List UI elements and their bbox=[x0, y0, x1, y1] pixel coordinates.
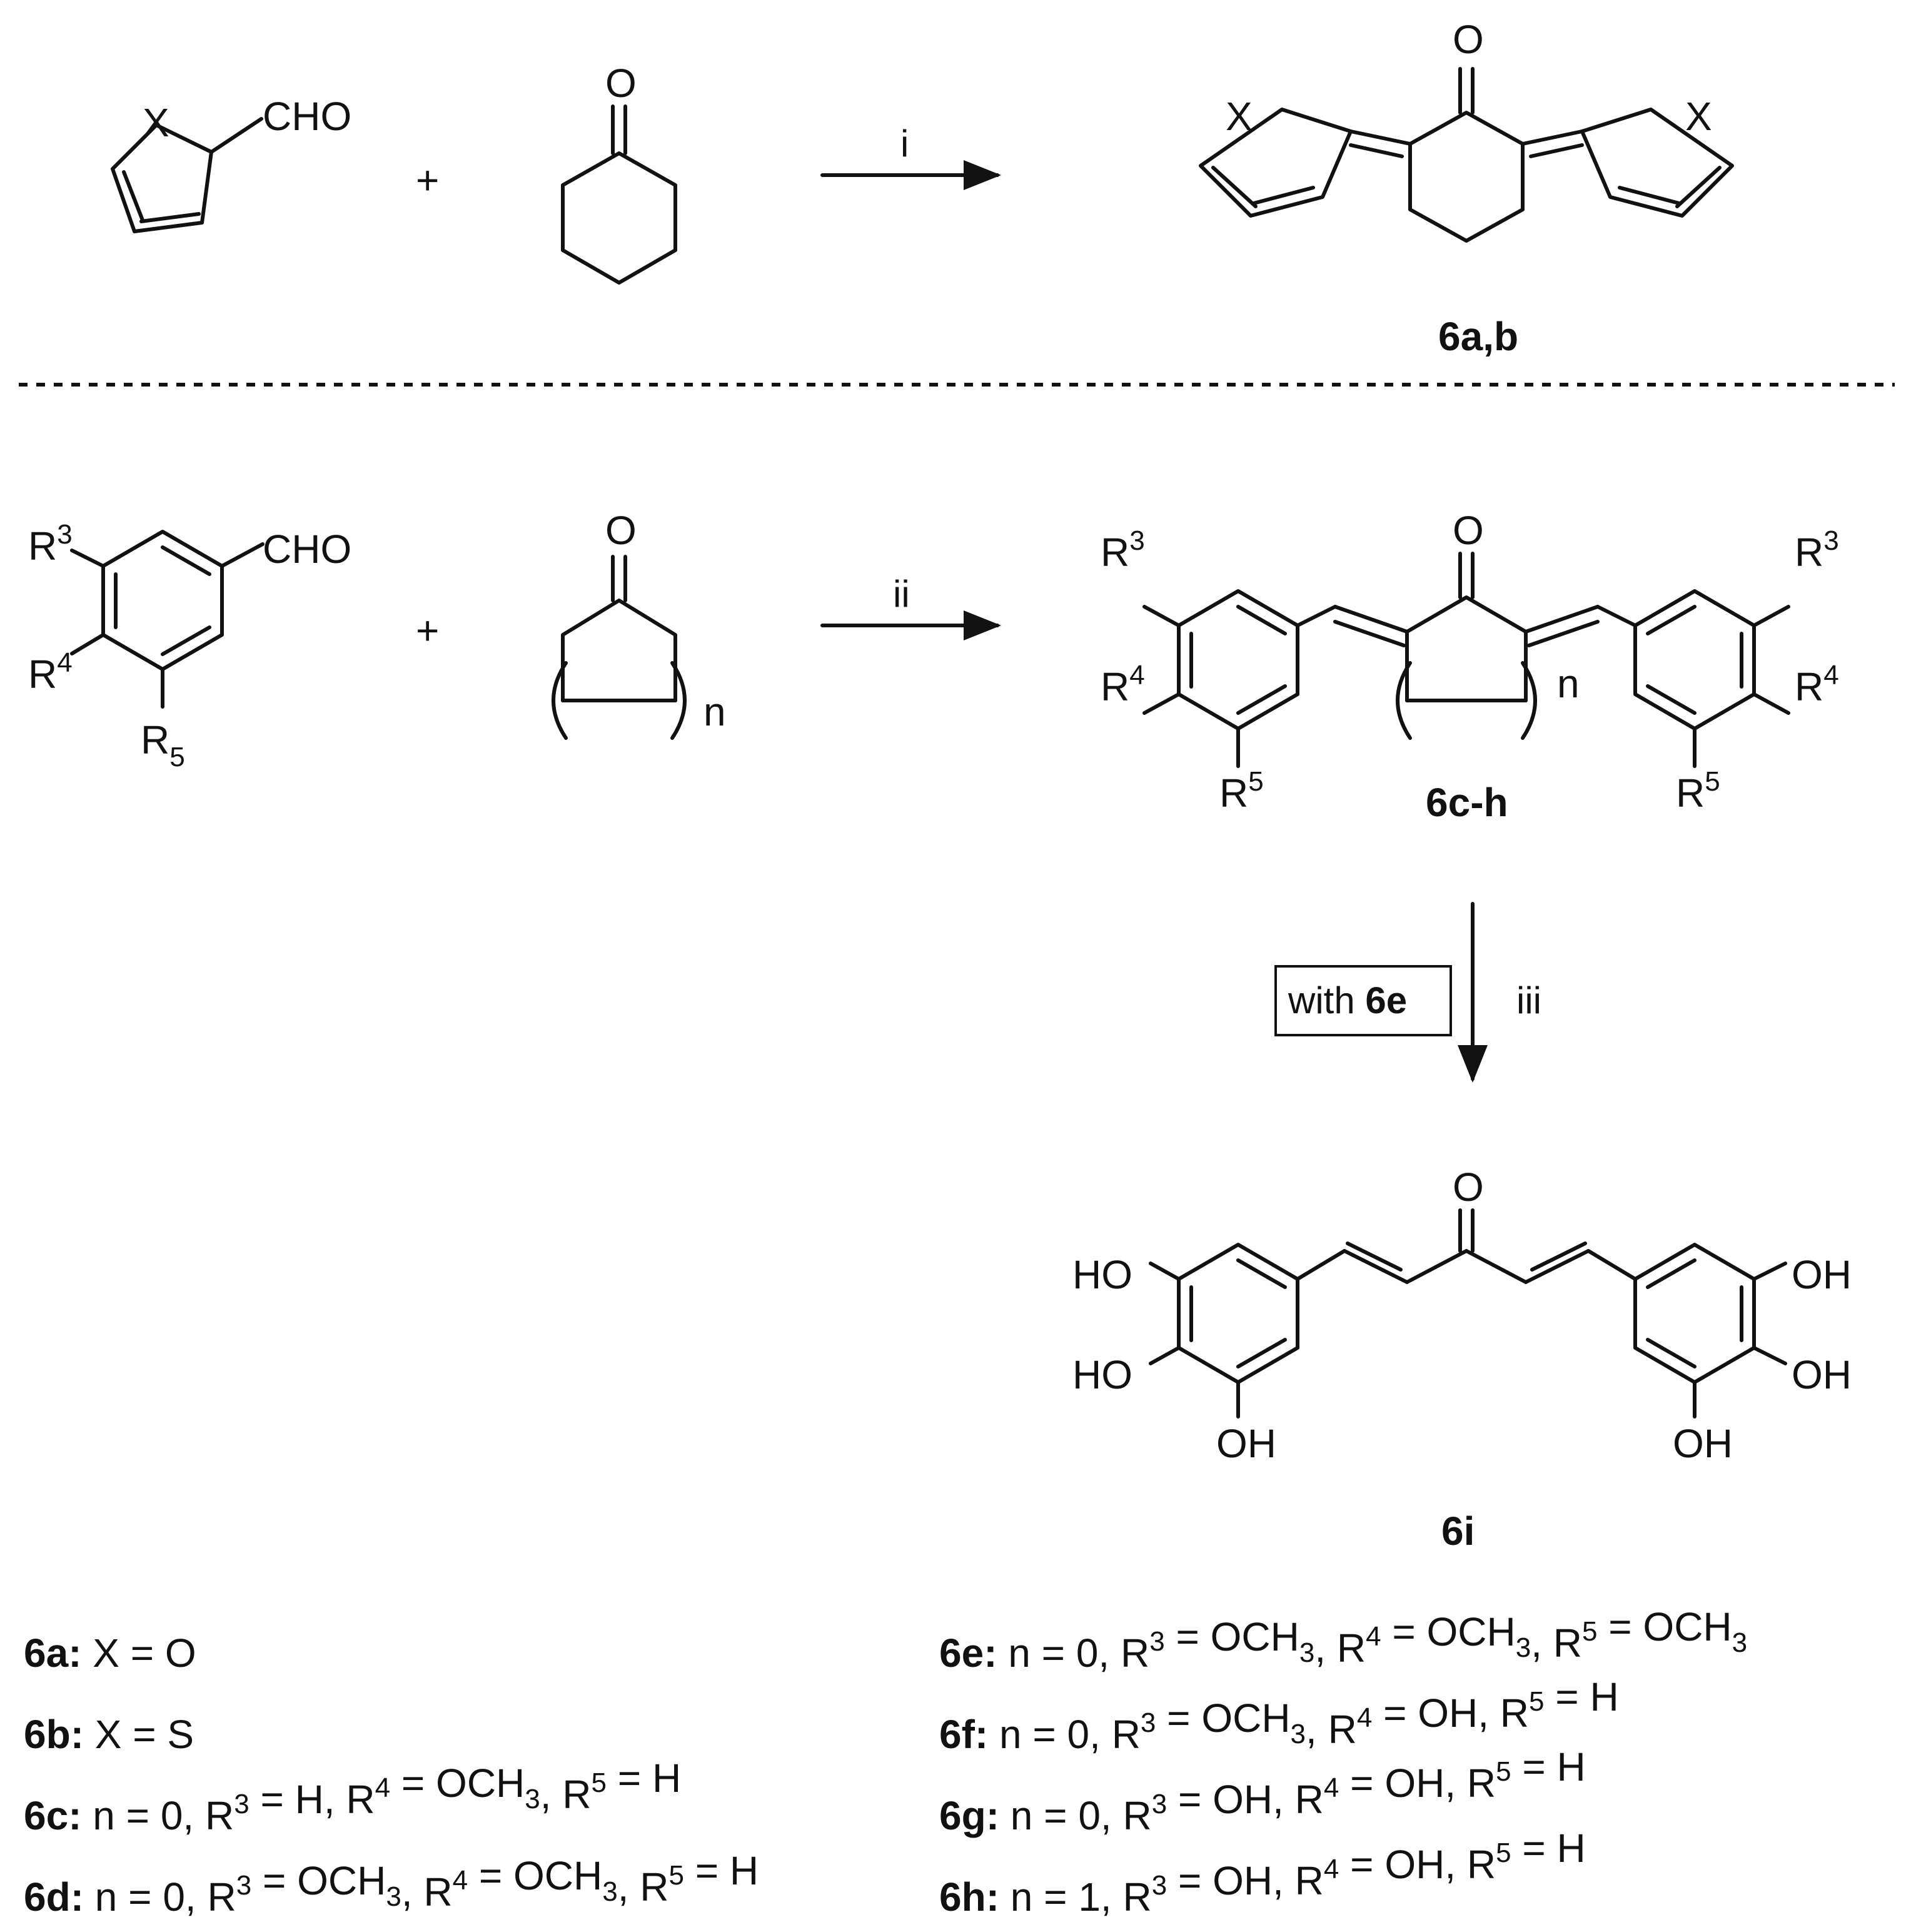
svg-text:R3: R3 bbox=[1795, 525, 1839, 575]
definitions-left: 6a: X = O 6b: X = S6c: n = 0, R3 = H, R4 … bbox=[24, 1631, 759, 1919]
r4-label: R bbox=[28, 652, 57, 697]
condition-ii-label: ii bbox=[893, 573, 910, 615]
left-ho-top: HO bbox=[1072, 1252, 1132, 1297]
product-6ch-oxygen: O bbox=[1453, 508, 1484, 553]
condition-i-label: i bbox=[900, 123, 909, 164]
left-definition-1: 6b: X = S bbox=[24, 1712, 194, 1757]
r4-superscript: 4 bbox=[57, 647, 72, 678]
ring-size-n-label: n bbox=[703, 689, 726, 734]
r3-label: R bbox=[28, 523, 57, 569]
right-definition-1: 6f: n = 0, R3 = OCH3, R4 = OH, R5 = H bbox=[939, 1674, 1619, 1757]
definitions-right: 6e: n = 0, R3 = OCH3, R4 = OCH3, R5 = OC… bbox=[939, 1604, 1747, 1919]
p-right-r4-sup: 4 bbox=[1823, 660, 1838, 690]
product-right-hetero-atom: X bbox=[1685, 94, 1712, 139]
r5-label: R bbox=[141, 717, 169, 762]
right-definition-3: 6h: n = 1, R3 = OH, R4 = OH, R5 = H bbox=[939, 1826, 1586, 1919]
p-right-r3: R bbox=[1795, 530, 1823, 575]
product-6i-structure: O HO HO OH OH OH OH bbox=[1072, 1165, 1852, 1466]
aldehyde-group-label: CHO bbox=[263, 94, 351, 139]
right-oh-bottom: OH bbox=[1673, 1421, 1733, 1466]
product-ketone-oxygen: O bbox=[1453, 17, 1484, 62]
left-definition-0: 6a: X = O bbox=[24, 1631, 196, 1676]
left-ho-middle: HO bbox=[1072, 1352, 1132, 1397]
svg-text:R5: R5 bbox=[141, 717, 185, 772]
ketone-oxygen-label: O bbox=[605, 61, 637, 106]
product-left-hetero-atom: X bbox=[1226, 94, 1253, 139]
left-definition-3: 6d: n = 0, R3 = OCH3, R4 = OCH3, R5 = H bbox=[24, 1848, 759, 1919]
p-right-r4: R bbox=[1795, 664, 1823, 709]
svg-text:R4: R4 bbox=[1795, 660, 1839, 709]
right-definition-2: 6g: n = 0, R3 = OH, R4 = OH, R5 = H bbox=[939, 1744, 1586, 1838]
product-6i-oxygen: O bbox=[1453, 1165, 1484, 1210]
with-label: with bbox=[1288, 979, 1365, 1021]
cyclohexanone-structure: O bbox=[561, 61, 677, 285]
svg-text:R5: R5 bbox=[1676, 766, 1720, 816]
r5-subscript: 5 bbox=[169, 742, 184, 772]
p-left-r5: R bbox=[1219, 771, 1248, 816]
cycloalkanone-oxygen: O bbox=[605, 508, 637, 553]
p-left-r3-sup: 3 bbox=[1129, 525, 1144, 556]
svg-text:R4: R4 bbox=[28, 647, 73, 697]
product-ring-n-label: n bbox=[1557, 661, 1580, 706]
right-definition-0: 6e: n = 0, R3 = OCH3, R4 = OCH3, R5 = OC… bbox=[939, 1604, 1747, 1676]
r3-superscript: 3 bbox=[57, 519, 72, 550]
product-6ch-label: 6c-h bbox=[1426, 780, 1508, 825]
p-left-r5-sup: 5 bbox=[1248, 766, 1263, 797]
p-right-r5-sup: 5 bbox=[1705, 766, 1720, 797]
svg-text:with 6e: with 6e bbox=[1288, 979, 1407, 1021]
plus-sign: + bbox=[416, 158, 439, 203]
p-left-r4: R bbox=[1101, 664, 1129, 709]
p-left-r4-sup: 4 bbox=[1129, 660, 1144, 690]
cycloalkanone-structure: O n bbox=[552, 508, 726, 740]
with-6e-box bbox=[1274, 965, 1452, 1036]
svg-text:R4: R4 bbox=[1101, 660, 1145, 709]
p-right-r5: R bbox=[1676, 771, 1705, 816]
substituted-benzaldehyde-structure: R3 R4 R5 CHO bbox=[28, 519, 351, 772]
p-right-r3-sup: 3 bbox=[1823, 525, 1838, 556]
left-definition-2: 6c: n = 0, R3 = H, R4 = OCH3, R5 = H bbox=[24, 1756, 681, 1838]
hetero-atom-label: X bbox=[143, 100, 169, 145]
benzaldehyde-cho-label: CHO bbox=[263, 527, 351, 572]
product-6i-label: 6i bbox=[1441, 1509, 1475, 1554]
heteroaryl-aldehyde-structure: X CHO bbox=[111, 94, 351, 233]
condition-iii-label: iii bbox=[1516, 979, 1541, 1021]
product-6ab-structure: X X O bbox=[1199, 17, 1734, 243]
p-left-r3: R bbox=[1101, 530, 1129, 575]
plus-sign-2: + bbox=[416, 608, 439, 653]
svg-text:R3: R3 bbox=[1101, 525, 1145, 575]
product-6ch-structure: O n R3 R4 R5 R3 R4 R5 bbox=[1101, 508, 1839, 816]
right-oh-top: OH bbox=[1792, 1252, 1852, 1297]
svg-text:R3: R3 bbox=[28, 519, 73, 569]
product-6ab-label: 6a,b bbox=[1438, 314, 1518, 359]
right-oh-middle: OH bbox=[1792, 1352, 1852, 1397]
left-oh-bottom: OH bbox=[1216, 1421, 1276, 1466]
with-6e-compound: 6e bbox=[1365, 979, 1407, 1021]
svg-text:R5: R5 bbox=[1219, 766, 1264, 816]
